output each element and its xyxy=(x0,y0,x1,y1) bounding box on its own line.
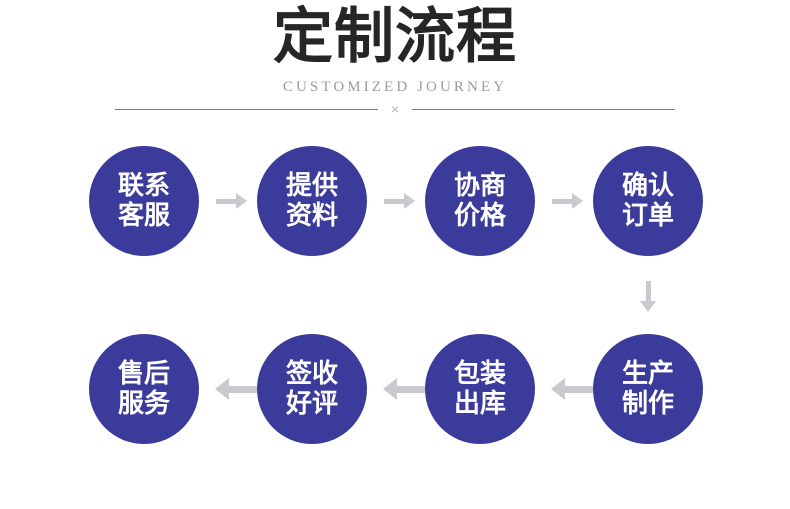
arrow-right-step3-to-step4 xyxy=(552,188,583,214)
flow-step-2-label-line2: 资料 xyxy=(285,201,338,231)
arrow-shaft xyxy=(645,281,651,301)
flow-step-5-production[interactable]: 生产 制作 xyxy=(593,334,703,444)
arrow-head-left-icon xyxy=(551,378,565,400)
flow-step-4-label-line2: 订单 xyxy=(621,201,674,231)
flow-step-1-label-line1: 联系 xyxy=(117,171,170,201)
header-divider: × xyxy=(115,101,675,117)
arrow-head-right-icon xyxy=(236,193,247,209)
flow-step-8-after-sales-service[interactable]: 售后 服务 xyxy=(89,334,199,444)
flow-step-6-label-line2: 出库 xyxy=(453,389,506,419)
flow-step-4-confirm-order[interactable]: 确认 订单 xyxy=(593,146,703,256)
flow-step-8-label-line1: 售后 xyxy=(117,359,170,389)
arrow-shaft xyxy=(216,198,236,204)
header: 定制流程 CUSTOMIZED JOURNEY xyxy=(0,0,790,96)
arrow-right-step1-to-step2 xyxy=(216,188,247,214)
arrow-shaft xyxy=(229,385,257,393)
flow-step-2-label-line1: 提供 xyxy=(285,171,338,201)
flow-step-8-label-line2: 服务 xyxy=(117,389,170,419)
flow-step-3-negotiate-price[interactable]: 协商 价格 xyxy=(425,146,535,256)
arrow-head-left-icon xyxy=(383,378,397,400)
arrow-shaft xyxy=(384,198,404,204)
flow-step-2-provide-materials[interactable]: 提供 资料 xyxy=(257,146,367,256)
flow-step-7-label-line2: 好评 xyxy=(285,389,338,419)
flow-step-5-label-line2: 制作 xyxy=(621,389,674,419)
arrow-down-step4-to-step5 xyxy=(635,281,661,312)
arrow-head-right-icon xyxy=(404,193,415,209)
arrow-right-step2-to-step3 xyxy=(384,188,415,214)
flow-step-6-label-line1: 包装 xyxy=(453,359,506,389)
flow-step-6-packaging-shipping[interactable]: 包装 出库 xyxy=(425,334,535,444)
flow-step-3-label-line1: 协商 xyxy=(453,171,506,201)
flow-step-3-label-line2: 价格 xyxy=(453,201,506,231)
arrow-shaft xyxy=(552,198,572,204)
flow-step-1-label-line2: 客服 xyxy=(117,201,170,231)
page-title: 定制流程 xyxy=(273,2,517,72)
arrow-left-step6-to-step7 xyxy=(383,376,425,402)
flow-step-7-signoff-review[interactable]: 签收 好评 xyxy=(257,334,367,444)
flow-step-1-contact-service[interactable]: 联系 客服 xyxy=(89,146,199,256)
page-subtitle: CUSTOMIZED JOURNEY xyxy=(282,79,508,95)
arrow-left-step5-to-step6 xyxy=(551,376,593,402)
arrow-head-right-icon xyxy=(572,193,583,209)
divider-line-right xyxy=(412,108,675,110)
arrow-shaft xyxy=(397,385,425,393)
flow-step-5-label-line1: 生产 xyxy=(621,359,674,389)
flow-step-4-label-line1: 确认 xyxy=(621,171,674,201)
divider-x-mark: × xyxy=(390,101,400,117)
arrow-shaft xyxy=(565,385,593,393)
arrow-head-down-icon xyxy=(640,301,656,312)
arrow-left-step7-to-step8 xyxy=(215,376,257,402)
flow-step-7-label-line1: 签收 xyxy=(285,359,338,389)
arrow-head-left-icon xyxy=(215,378,229,400)
divider-line-left xyxy=(115,108,378,110)
